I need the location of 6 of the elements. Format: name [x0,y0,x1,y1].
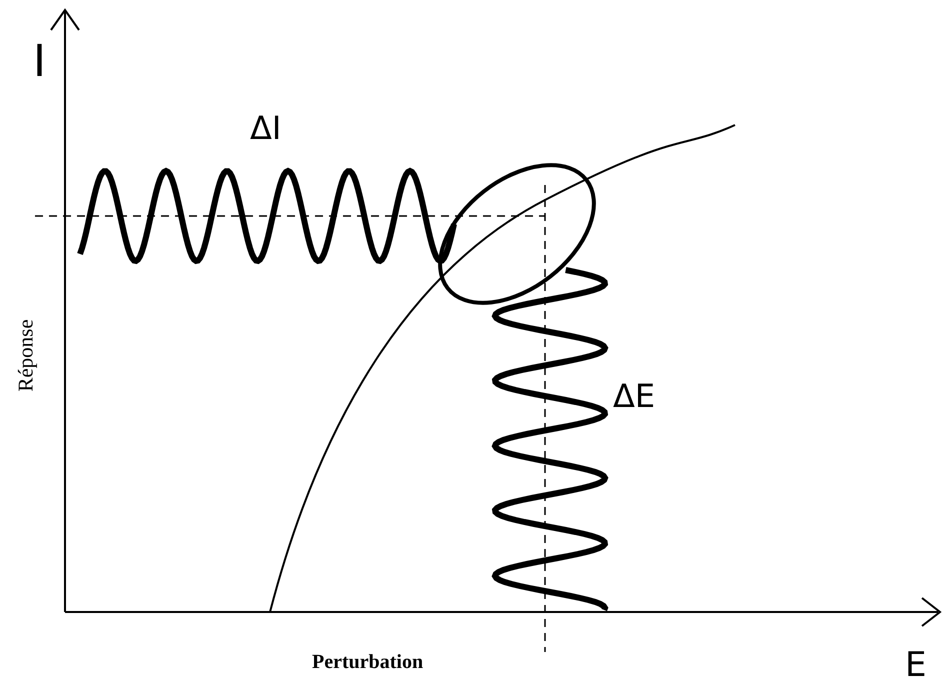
wave-label: ΔE [613,380,656,412]
axis-label: Perturbation [312,652,424,672]
axis-label: Réponse [16,319,37,392]
wave-label: ΔI [250,112,282,144]
axis-label: E [905,648,926,682]
axis-label: I [33,40,46,84]
